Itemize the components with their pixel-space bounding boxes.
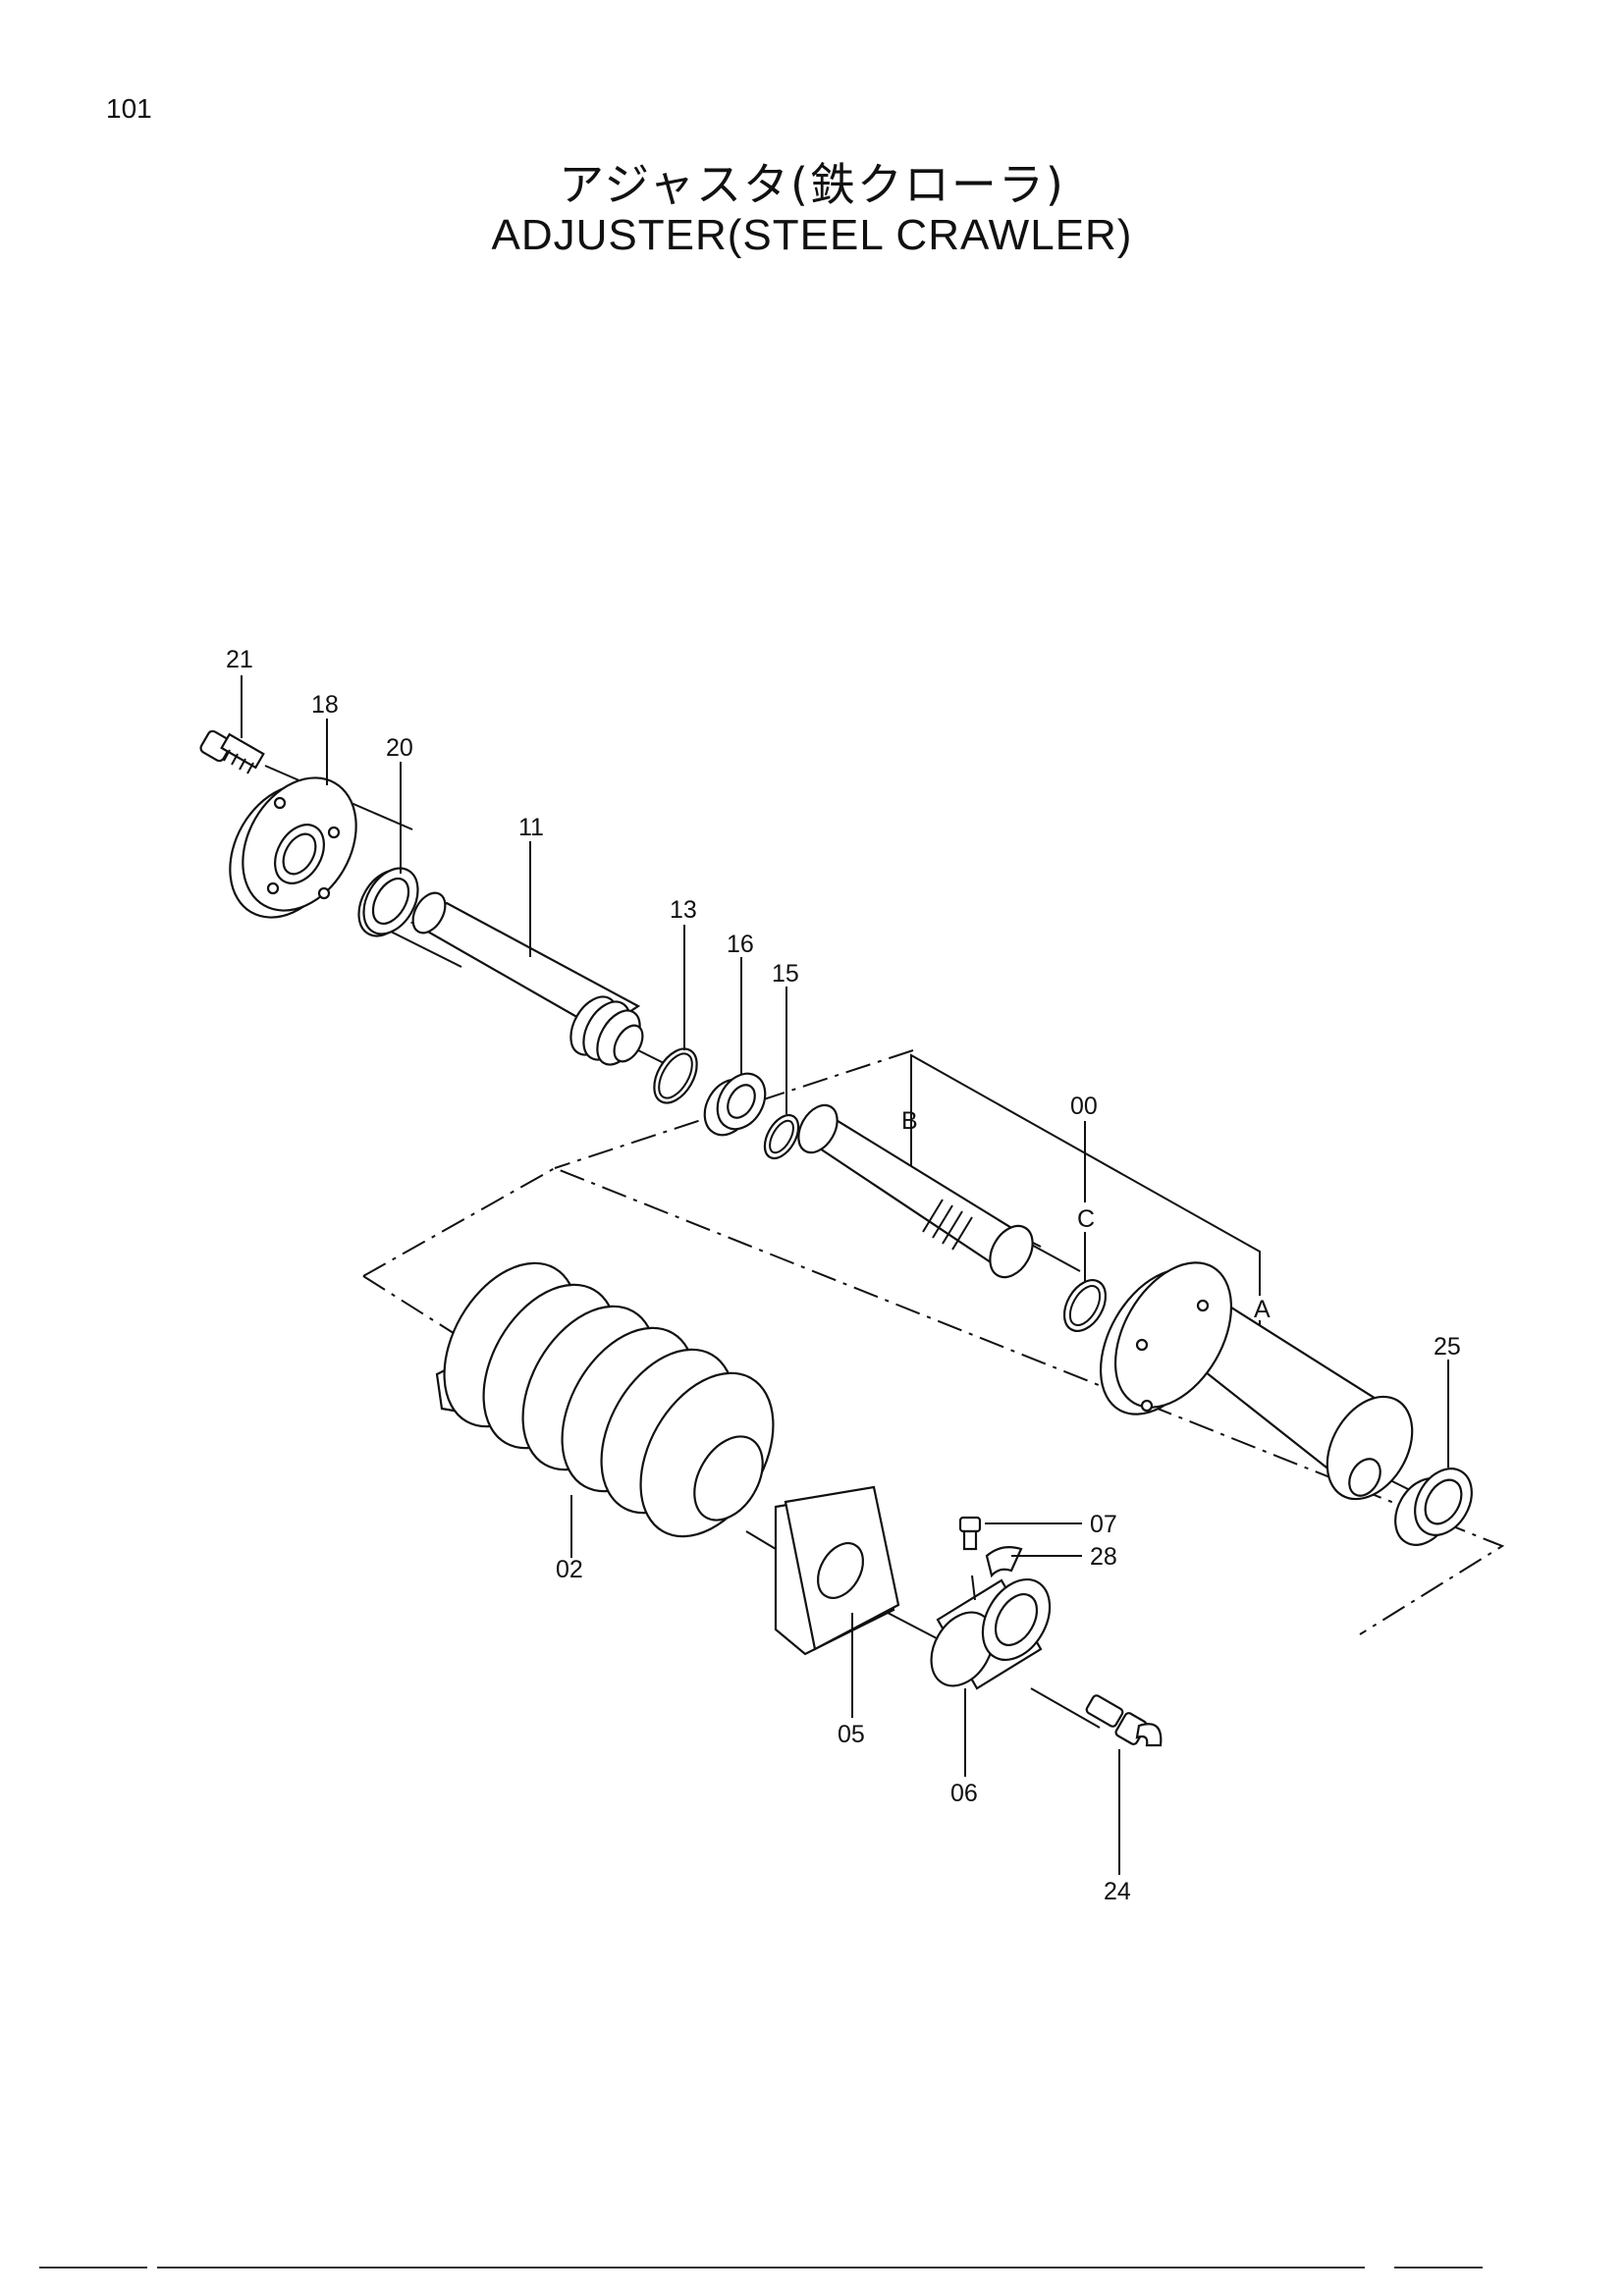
part-07-plug [958, 1516, 982, 1551]
part-21-bolt [199, 729, 265, 774]
part-20-seal [357, 867, 419, 937]
callout-a: A [1254, 1296, 1271, 1323]
part-16-bushing [703, 1072, 767, 1137]
part-06-nut [930, 1575, 1052, 1690]
part-05-plate [774, 1485, 900, 1656]
callout-15: 15 [772, 960, 799, 988]
part-28-washer [985, 1546, 1023, 1578]
part-24-fitting [1085, 1694, 1163, 1747]
callout-06: 06 [950, 1780, 978, 1807]
callout-00: 00 [1070, 1093, 1098, 1120]
part-02-spring [435, 1261, 775, 1538]
part-25-bushing [1394, 1468, 1473, 1546]
part-b-cylinder-rod [797, 1103, 1034, 1279]
callout-16: 16 [727, 931, 754, 958]
footer-rule-right [1394, 2267, 1483, 2269]
callout-02: 02 [556, 1556, 583, 1583]
diagram-title-japanese: アジャスタ(鉄クローラ) [559, 158, 1065, 211]
callout-28: 28 [1090, 1543, 1117, 1571]
diagram-title-english: ADJUSTER(STEEL CRAWLER) [491, 211, 1133, 259]
callout-24: 24 [1104, 1878, 1131, 1905]
callout-21: 21 [226, 646, 253, 673]
callout-18: 18 [311, 691, 339, 719]
footer-rule-main [157, 2267, 1365, 2269]
part-a-cylinder [1099, 1261, 1414, 1501]
callout-20: 20 [386, 734, 413, 762]
callout-25: 25 [1434, 1333, 1461, 1361]
part-15-snap-ring [763, 1113, 800, 1160]
callout-13: 13 [670, 896, 697, 924]
callout-labels: 21 18 20 11 13 16 15 B 00 C A 25 02 07 2… [226, 646, 1461, 1905]
page-number: 101 [106, 93, 152, 124]
callout-c: C [1077, 1205, 1095, 1233]
callout-05: 05 [838, 1721, 865, 1748]
part-13-o-ring [653, 1047, 698, 1104]
part-18-flange [229, 776, 357, 919]
leader-lines [241, 675, 1449, 1875]
callout-11: 11 [518, 814, 544, 841]
part-11-rod [409, 891, 644, 1066]
footer-rule-left [39, 2267, 147, 2269]
callout-b: B [901, 1107, 918, 1135]
part-c-o-ring [1062, 1279, 1108, 1332]
callout-07: 07 [1090, 1511, 1117, 1538]
